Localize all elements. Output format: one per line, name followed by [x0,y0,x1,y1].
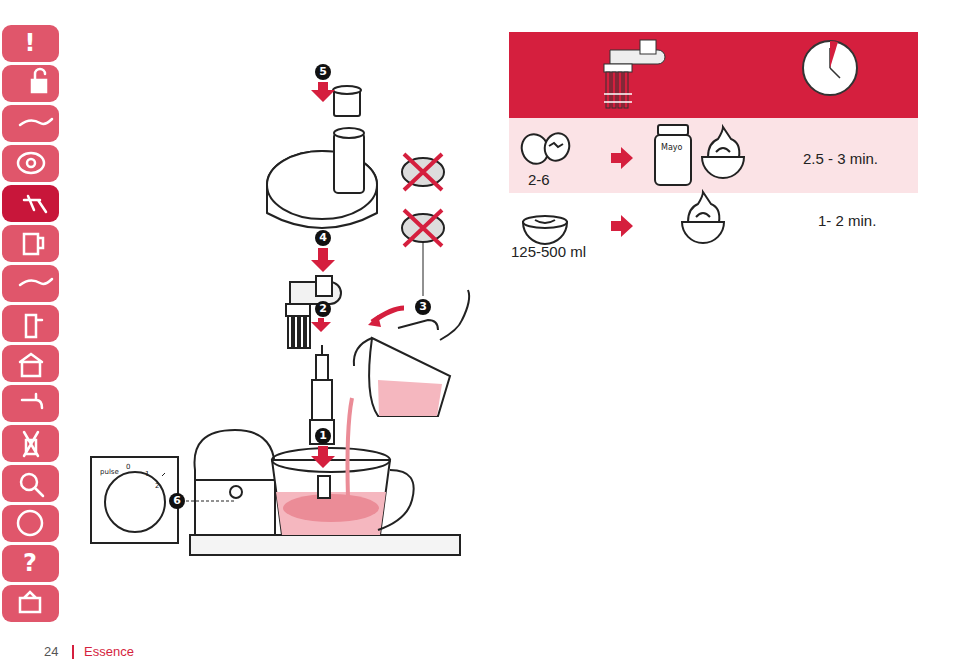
callout-number: 5 [315,64,331,80]
table-cell: 1- 2 min. [818,212,876,230]
dial-label: 1 [145,470,149,478]
food-processor [190,86,460,555]
down-arrows [311,82,335,468]
excluded-discs [368,154,444,327]
sidebar-tabs [2,25,59,622]
bowl-cream-liquid [523,216,567,244]
jug [348,290,470,498]
footer-separator [72,645,74,659]
jar-label: Mayo [661,143,682,152]
tab-symbol: ! [10,28,50,58]
table-header [509,32,918,118]
clock-icon [803,41,857,95]
footer-title: Essence [84,644,134,660]
arrow [611,147,633,169]
whisk-icon [604,40,665,108]
callout-number: 6 [169,493,185,509]
table-row [509,118,918,193]
callout-number: 4 [315,230,331,246]
callout-number: 2 [315,301,331,317]
tab-symbol: ? [10,548,50,578]
bowl-cream [702,127,744,178]
table-cell: 125-500 ml [511,243,586,261]
bowl-whipped [682,192,724,243]
dial-label: 0 [126,463,130,471]
eggs-icon [518,130,573,168]
table-cell: 2-6 [528,171,550,189]
dial-label: pulse [100,468,119,476]
dial-inset [91,457,236,543]
dial-label: 2 [155,482,159,490]
callout-number: 3 [415,299,431,315]
page-number: 24 [44,644,58,660]
table-cell: 2.5 - 3 min. [803,150,878,168]
callout-number: 1 [315,428,331,444]
arrow [611,215,633,237]
mayo-jar [655,125,691,185]
